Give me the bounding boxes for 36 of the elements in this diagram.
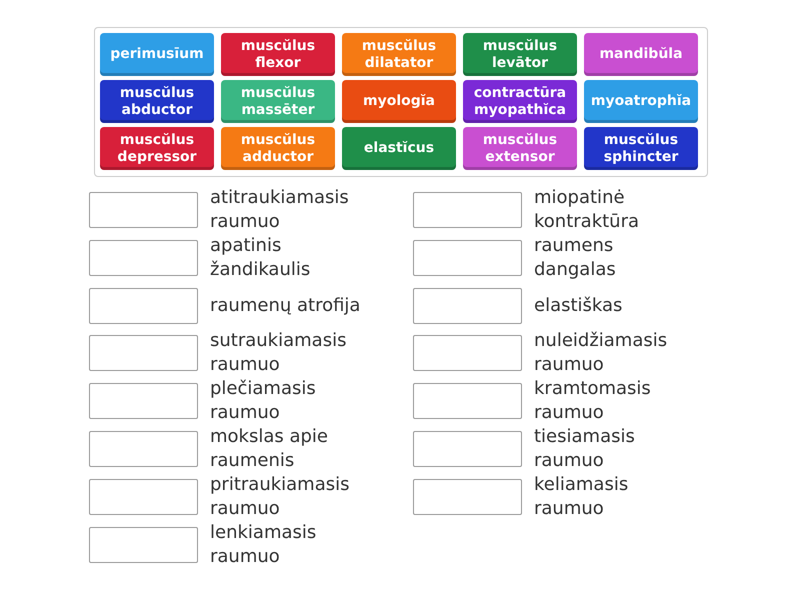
definition-text: apatinis žandikaulis (210, 234, 312, 282)
definition-text: lenkiamasis raumuo (210, 520, 318, 569)
answer-box (413, 383, 522, 420)
definition-text: keliamasis raumuo (534, 472, 630, 521)
term-card: contractūra myopathĭca (463, 80, 577, 123)
term-card: muscŭlus adductor (221, 127, 335, 170)
term-card: myologĭa (342, 80, 456, 123)
term-card: elastĭcus (342, 127, 456, 170)
answer-box (89, 383, 198, 420)
answer-box (89, 288, 198, 324)
term-card: myoatrophĭa (584, 80, 698, 123)
term-card: muscŭlus depressor (100, 127, 214, 170)
answer-box (413, 192, 522, 228)
term-card: muscŭlus dilatator (342, 33, 456, 76)
answer-box (413, 431, 522, 467)
definition-text: elastiškas (534, 294, 624, 318)
term-card: muscŭlus abductor (100, 80, 214, 123)
answer-box (89, 431, 198, 467)
answer-box (89, 526, 198, 563)
term-card: muscŭlus massēter (221, 80, 335, 123)
definition-text: raumens dangalas (534, 234, 617, 282)
answer-box (413, 288, 522, 324)
answer-box (413, 478, 522, 515)
answer-box (89, 335, 198, 372)
answer-box (413, 240, 522, 276)
answer-box (89, 240, 198, 276)
answer-box (89, 478, 198, 515)
term-card: muscŭlus extensor (463, 127, 577, 170)
term-card: muscŭlus sphincter (584, 127, 698, 170)
term-card: perimusīum (100, 33, 214, 76)
term-card: muscŭlus flexor (221, 33, 335, 76)
term-card: muscŭlus levātor (463, 33, 577, 76)
answer-box (89, 192, 198, 228)
answer-box (413, 335, 522, 372)
definition-text: raumenų atrofija (210, 294, 362, 318)
term-card: mandibŭla (584, 33, 698, 76)
